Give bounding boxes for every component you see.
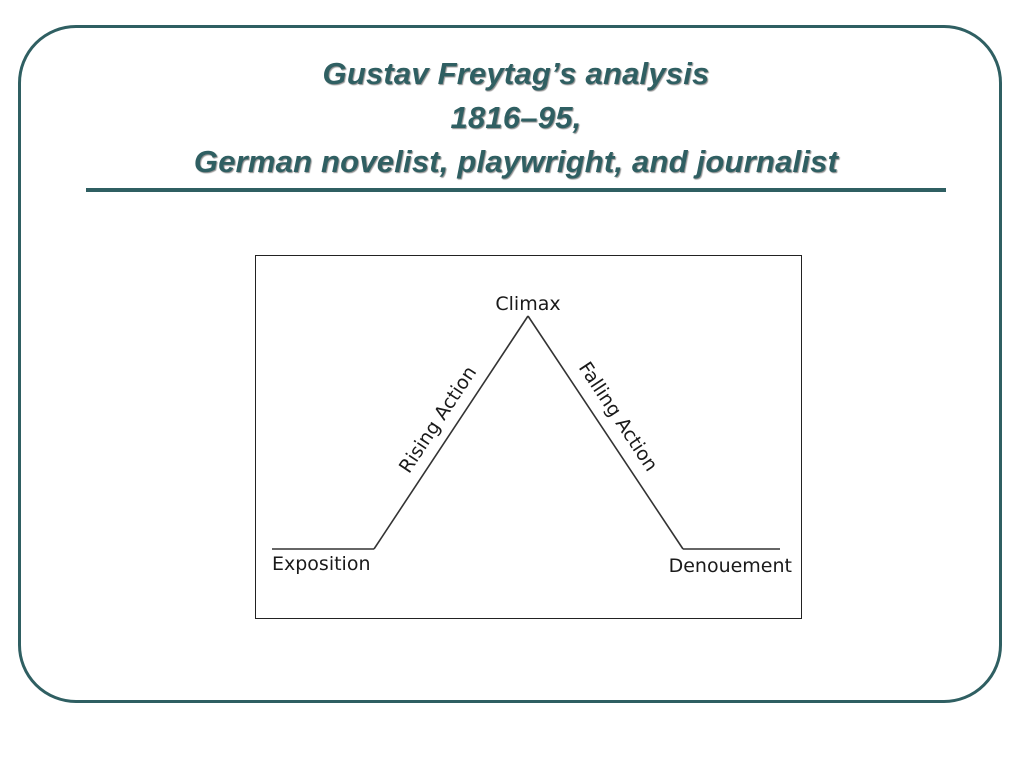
freytag-pyramid-diagram: Climax Rising Action Falling Action Expo… [272,293,792,577]
title-line-1: Gustav Freytag’s analysis [322,56,710,91]
falling-action-label: Falling Action [574,358,662,475]
rising-action-line [373,315,529,550]
exposition-label: Exposition [272,553,371,575]
falling-action-line [527,315,684,550]
denouement-label: Denouement [669,555,792,577]
rising-action-label: Rising Action [395,362,481,477]
title-underline [86,188,946,192]
title-line-2: 1816–95, [450,100,582,135]
climax-label: Climax [495,293,560,315]
diagram-frame: Climax Rising Action Falling Action Expo… [255,255,802,619]
slide-title: Gustav Freytag’s analysis 1816–95, Germa… [86,52,946,184]
title-line-3: German novelist, playwright, and journal… [193,144,839,179]
